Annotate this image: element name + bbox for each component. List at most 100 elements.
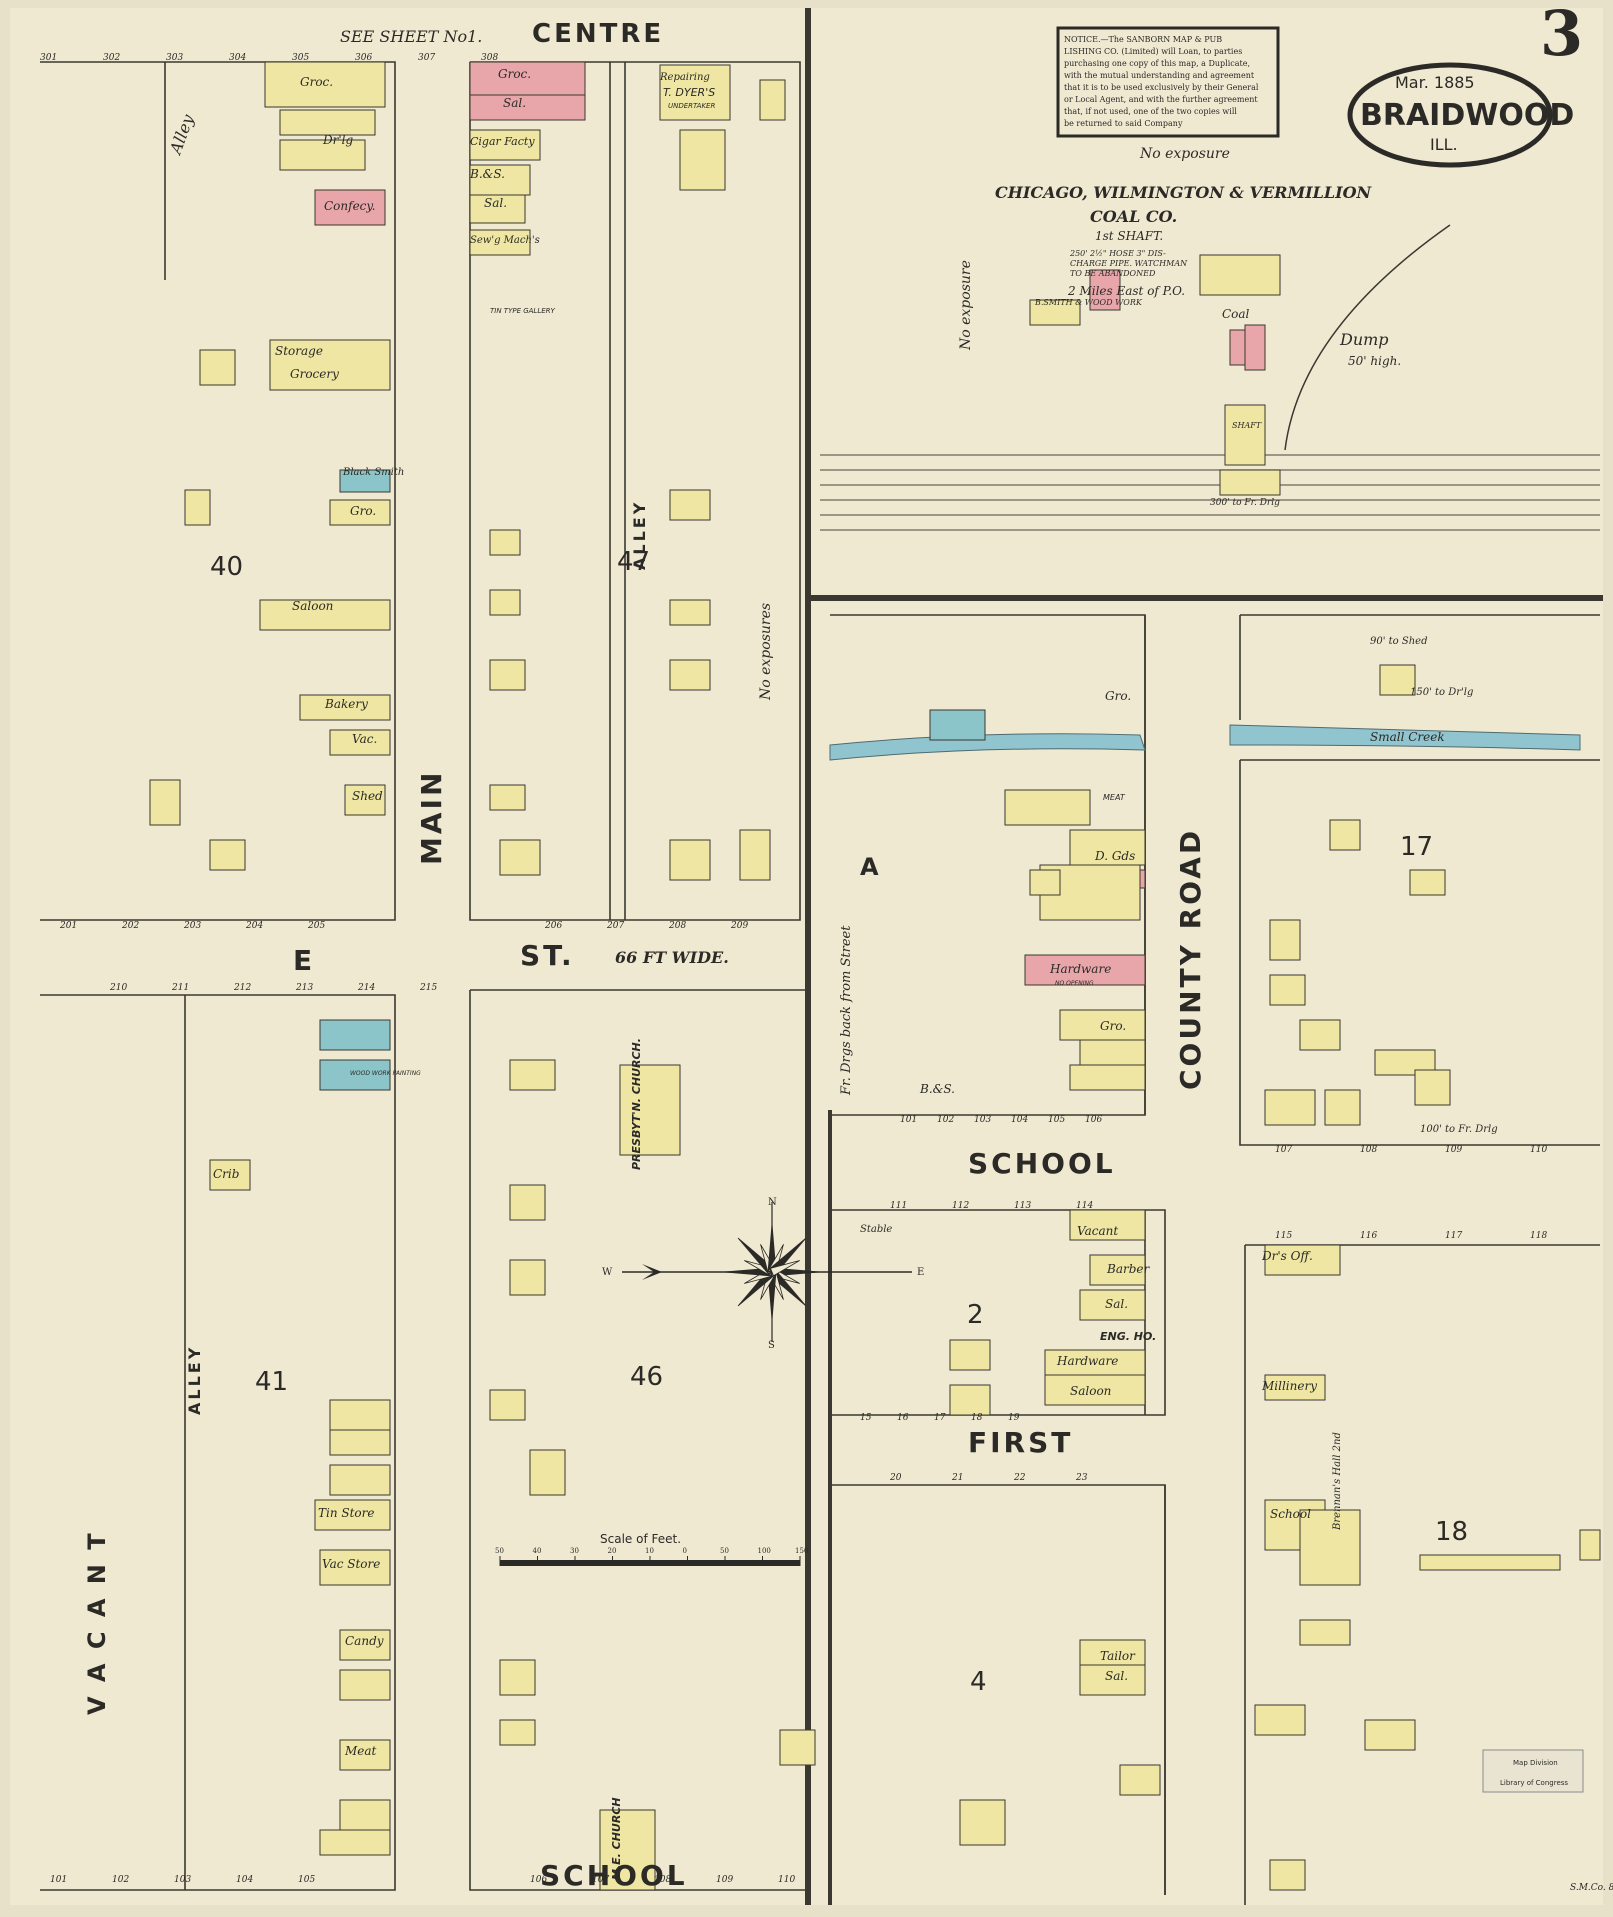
building-footprint <box>489 529 521 556</box>
house-number: 103 <box>174 1875 191 1885</box>
house-number: 17 <box>934 1413 946 1423</box>
block-number-40: 40 <box>210 552 243 582</box>
label-candy: Candy <box>345 1634 384 1648</box>
compass-ray <box>769 1260 800 1277</box>
building-footprint <box>1224 404 1266 466</box>
label-vac: Vac. <box>352 732 377 746</box>
house-number: 112 <box>952 1201 969 1211</box>
building-footprint <box>949 1339 991 1371</box>
house-number: 105 <box>1048 1115 1065 1125</box>
coal-co-shaft: 1st SHAFT. <box>1095 229 1163 243</box>
building-footprint <box>329 1464 391 1496</box>
title-cartouche <box>1347 62 1553 168</box>
building-footprint <box>1004 789 1091 826</box>
back-street-note: Fr. Drgs back from Street <box>839 925 854 1096</box>
label-groc2: Groc. <box>498 67 531 81</box>
label-school: School <box>1270 1507 1311 1521</box>
building-footprint <box>779 1729 816 1766</box>
building-footprint <box>499 1719 536 1746</box>
label-bb: B.&S. <box>919 1082 955 1096</box>
house-number: 305 <box>292 53 309 63</box>
building-footprint <box>1409 869 1446 896</box>
no-exposure-top: No exposure <box>1139 146 1230 162</box>
coal-co-note-2: CHARGE PIPE. WATCHMAN <box>1070 259 1188 268</box>
label-shed: Shed <box>352 789 383 803</box>
building-footprint <box>489 589 521 616</box>
scale-tick-label: 40 <box>533 1547 542 1555</box>
building-footprint <box>949 1384 991 1416</box>
building-footprint <box>489 1389 526 1421</box>
house-number: 106 <box>1085 1115 1102 1125</box>
building-footprint <box>299 694 391 721</box>
label-meat2: Meat <box>344 1744 377 1758</box>
building-footprint <box>1079 1664 1146 1696</box>
house-number: 214 <box>357 983 375 993</box>
building-footprint <box>669 489 711 521</box>
building-footprint <box>1119 1764 1161 1796</box>
notice-line: that it is to be used exclusively by the… <box>1064 83 1259 92</box>
label-eng-ho: ENG. HO. <box>1100 1330 1156 1343</box>
notice-line: NOTICE.—The SANBORN MAP & PUB <box>1064 35 1222 44</box>
building-footprint <box>1264 1374 1326 1401</box>
label-cigar-facty: Cigar Facty <box>470 135 535 148</box>
dump-height: 50' high. <box>1348 354 1401 368</box>
compass-arrow-icon <box>642 1264 662 1280</box>
house-number: 307 <box>418 53 435 63</box>
building-footprint <box>1299 1619 1351 1646</box>
block-number-17: 17 <box>1400 832 1433 862</box>
building-footprint <box>1024 954 1146 986</box>
coal-co-note-1: 250' 2½" HOSE 3" DIS- <box>1069 249 1166 258</box>
label-90-shed: 90' to Shed <box>1370 636 1427 647</box>
building-footprint <box>679 129 726 191</box>
label-d-gds: D. Gds <box>1094 849 1135 863</box>
label-no-exposures: No exposures <box>758 603 774 701</box>
compass-n: N <box>768 1197 777 1208</box>
building-footprint <box>509 1259 546 1296</box>
alley-label-bottom: ALLEY <box>185 1345 204 1415</box>
house-number: 104 <box>236 1875 253 1885</box>
building-footprint <box>1379 664 1416 696</box>
notice-line: that, if not used, one of the two copies… <box>1064 107 1237 116</box>
building-footprint <box>1029 299 1081 326</box>
house-number: 107 <box>592 1875 609 1885</box>
building-footprint <box>339 1629 391 1661</box>
house-number: 306 <box>355 53 372 63</box>
street-county-road: COUNTY ROAD <box>1174 828 1207 1090</box>
house-number: 213 <box>295 983 313 993</box>
house-number: 22 <box>1013 1473 1026 1483</box>
building-footprint <box>149 779 181 826</box>
label-meat: MEAT <box>1103 793 1126 802</box>
building-footprint <box>1044 1374 1146 1406</box>
notice-box <box>1056 26 1280 138</box>
building-footprint <box>929 709 986 741</box>
label-no-opening: NO OPENING <box>1055 980 1094 987</box>
building-footprint <box>264 61 386 108</box>
label-wood-work: WOOD WORK PAINTING <box>350 1070 421 1077</box>
house-number: 206 <box>544 921 562 931</box>
coal-co-name-2: COAL CO. <box>1090 207 1177 226</box>
compass-e: E <box>917 1267 924 1278</box>
label-gro-county: Gro. <box>1105 689 1131 703</box>
house-number: 109 <box>1445 1145 1462 1155</box>
house-number: 107 <box>1275 1145 1292 1155</box>
building-footprint <box>1299 1509 1361 1586</box>
label-tin-store: Tin Store <box>318 1506 375 1520</box>
street-centre: CENTRE <box>532 19 664 49</box>
building-footprint <box>1299 1019 1341 1051</box>
house-number: 114 <box>1076 1201 1093 1211</box>
building-footprint <box>259 599 391 631</box>
notice-line: with the mutual understanding and agreem… <box>1064 71 1255 80</box>
house-number: 23 <box>1075 1473 1088 1483</box>
building-footprint <box>339 1669 391 1701</box>
building-footprint <box>319 1549 391 1586</box>
notice-line: purchasing one copy of this map, a Dupli… <box>1064 59 1250 68</box>
label-undertaker: UNDERTAKER <box>668 102 715 110</box>
building-footprint <box>1254 1704 1306 1736</box>
street-first: FIRST <box>968 1426 1073 1459</box>
compass-s: S <box>768 1340 775 1351</box>
building-footprint <box>314 189 386 226</box>
building-footprint <box>529 1449 566 1496</box>
